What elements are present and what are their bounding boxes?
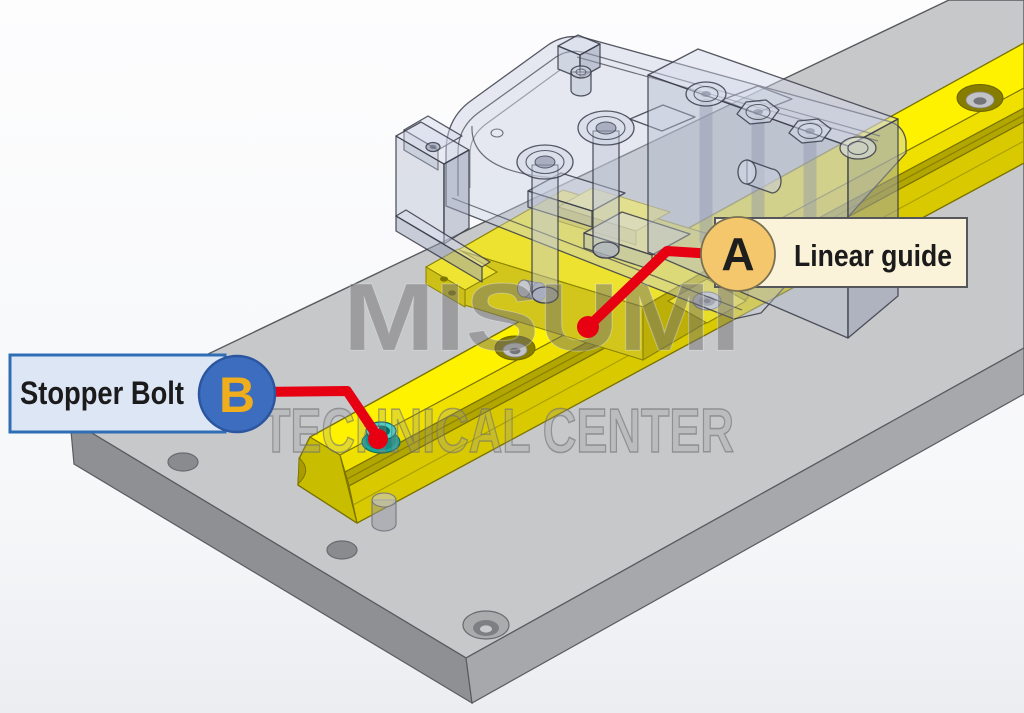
callout-b-label: Stopper Bolt <box>20 375 184 411</box>
cover-inner-rim <box>457 50 881 196</box>
cover-pilot-hole <box>490 128 504 138</box>
callout-a: Linear guide A <box>700 216 968 292</box>
cover-top-boss <box>557 34 601 97</box>
callout-b: Stopper Bolt B <box>8 353 277 434</box>
nut-boss <box>685 81 727 107</box>
leader-line-b <box>250 386 383 442</box>
rail-mount-hole <box>494 335 536 361</box>
leader-dot-a <box>577 316 599 338</box>
callout-b-box <box>8 353 227 434</box>
wing-screw-hole <box>440 276 448 282</box>
cover-slot <box>629 104 696 132</box>
dowel-pin <box>371 492 397 532</box>
clamp-bolt <box>516 144 574 304</box>
leader-dot-b <box>368 429 388 449</box>
wing-screw-hole <box>448 290 456 296</box>
watermark: MISUMI TECHNICAL CENTER <box>261 263 741 466</box>
left-mounting-bracket <box>395 115 491 283</box>
rail-end-notch <box>297 457 307 486</box>
nut-boss <box>788 118 832 144</box>
nut-boss <box>736 99 780 125</box>
clamp-bolt <box>577 110 635 259</box>
callout-a-label: Linear guide <box>794 238 952 273</box>
watermark-line1: MISUMI <box>343 264 741 371</box>
plate-hole <box>167 452 199 472</box>
plate-hole <box>326 540 358 560</box>
clamp-horizontal-pin <box>737 159 782 194</box>
carriage-left-wing-front <box>425 266 466 308</box>
base-plate-right-side <box>465 347 1024 704</box>
plate-countersunk-hole <box>462 610 510 640</box>
cover-inner-rim2 <box>469 69 561 188</box>
callout-a-marker-circle <box>700 216 776 292</box>
rail-end-face <box>297 436 358 524</box>
callout-b-marker-circle <box>197 354 277 434</box>
callout-b-marker-letter: B <box>219 367 255 423</box>
nut-boss <box>839 136 877 160</box>
rail-mount-hole <box>956 84 1004 112</box>
callout-a-marker-letter: A <box>721 228 754 280</box>
watermark-line2: TECHNICAL CENTER <box>262 397 734 466</box>
